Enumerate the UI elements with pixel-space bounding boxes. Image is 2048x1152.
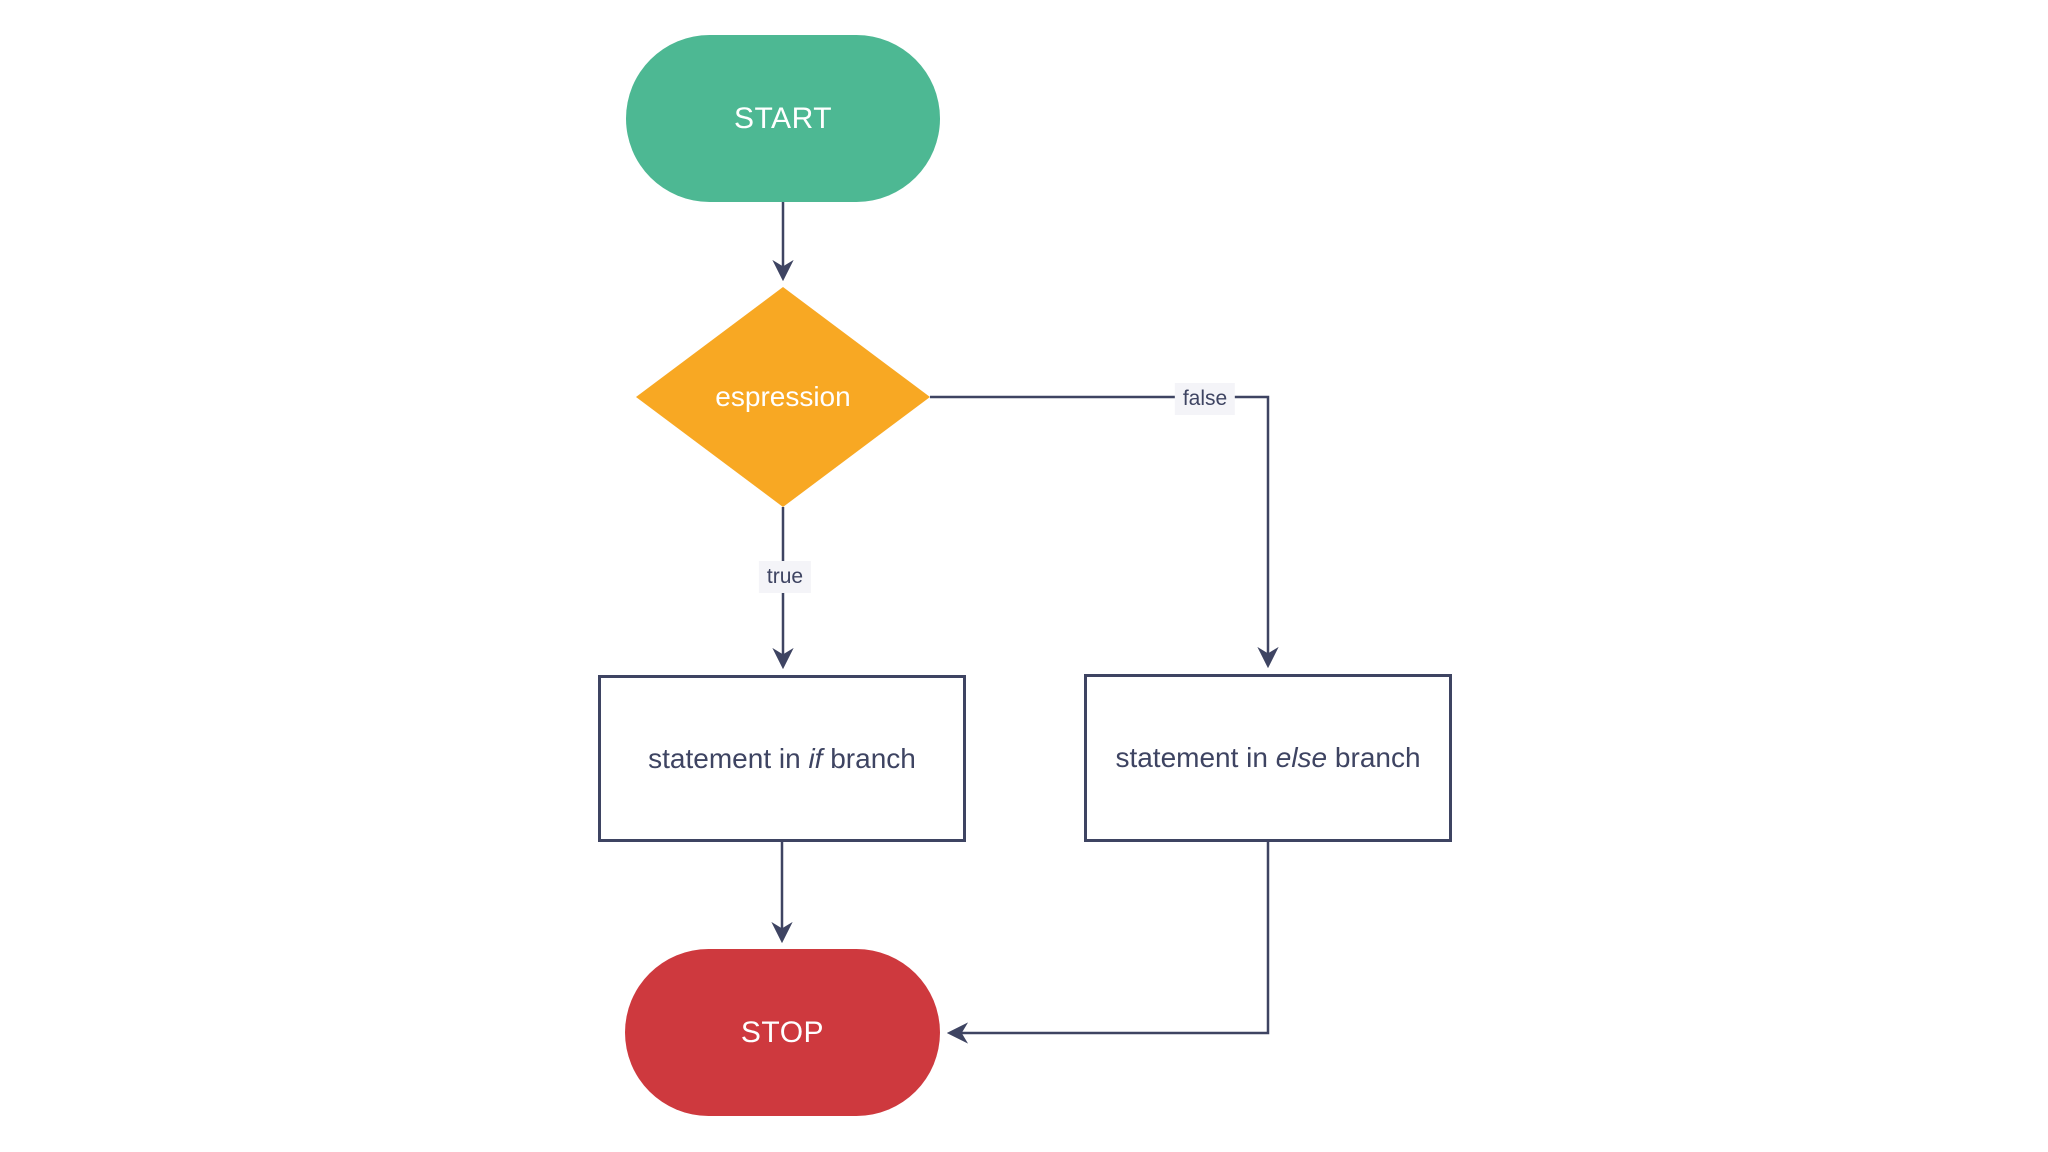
else-branch-text-post: branch [1327,742,1421,773]
process-else-branch-node: statement in else branch [1084,674,1452,842]
if-keyword: if [808,742,823,774]
false-edge-label: false [1174,383,1236,415]
if-branch-text-post: branch [822,742,916,774]
edge-else-to-stop [946,842,1270,1044]
edge-decision-to-else-false [930,395,1279,669]
true-edge-label: true [758,561,812,593]
decision-node-label: espression [715,381,851,412]
else-branch-text-pre: statement in [1115,742,1276,773]
if-branch-text-pre: statement in [648,742,809,774]
stop-node-label: STOP [740,1015,825,1049]
if-branch-text: statement in if branch [620,738,944,780]
else-branch-text: statement in else branch [1087,737,1448,779]
else-keyword: else [1275,742,1328,773]
process-if-branch-node: statement in if branch [598,675,966,842]
start-node-label: START [733,101,833,135]
start-node: START [626,35,940,202]
stop-node: STOP [625,949,940,1116]
